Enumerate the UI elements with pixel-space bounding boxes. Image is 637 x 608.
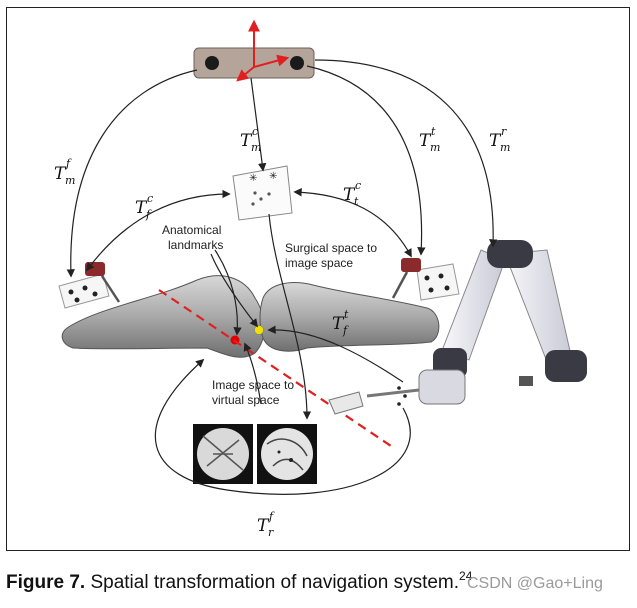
navigation-diagram: ✳ ✳ (54, 19, 587, 539)
svg-text:T: T (489, 131, 502, 151)
svg-text:m: m (430, 141, 440, 154)
virtual-image-left (193, 424, 253, 484)
tibia-bone (259, 282, 440, 352)
svg-text:m: m (500, 141, 510, 154)
svg-text:virtual space: virtual space (212, 393, 280, 407)
svg-text:f: f (145, 208, 152, 221)
virtual-image-right (257, 424, 317, 484)
arrow-T-f-c (85, 189, 231, 272)
svg-text:T: T (343, 185, 356, 205)
label-T-f-t: T f t (332, 308, 349, 337)
caption-reference: 24 (459, 569, 473, 583)
svg-text:T: T (240, 131, 253, 151)
camera-axes (236, 19, 290, 82)
svg-text:image space: image space (285, 256, 353, 270)
arrow-anatomical-2 (210, 253, 259, 328)
tibia-tracker (391, 258, 460, 301)
arrow-T-m-c (250, 77, 267, 172)
svg-text:f: f (268, 510, 275, 523)
svg-text:T: T (257, 516, 270, 536)
svg-text:c: c (252, 125, 258, 138)
label-T-m-r: T m r (489, 125, 510, 154)
svg-text:r: r (501, 125, 507, 138)
svg-text:Surgical space to: Surgical space to (285, 241, 377, 255)
svg-text:✳: ✳ (249, 173, 257, 184)
watermark: CSDN @Gao+Ling (467, 575, 603, 592)
label-T-m-t: T m t (419, 125, 440, 154)
svg-text:T: T (135, 198, 148, 218)
svg-text:r: r (268, 526, 274, 539)
svg-text:T: T (332, 314, 345, 334)
figure-frame: ✳ ✳ (6, 7, 630, 551)
annotation-anatomical-landmarks: Anatomical landmarks (162, 223, 223, 252)
arrow-T-m-t (306, 65, 426, 256)
arrow-T-f-t (267, 325, 404, 383)
arrow-image-space (243, 342, 262, 405)
svg-text:c: c (355, 179, 361, 192)
arrow-surgical (268, 213, 312, 420)
figure-caption: Figure 7. Spatial transformation of navi… (6, 569, 631, 594)
svg-text:T: T (54, 164, 67, 184)
label-T-m-f: T m f (54, 157, 75, 187)
svg-text:t: t (344, 308, 349, 321)
caption-prefix: Figure 7. (6, 572, 86, 593)
svg-text:landmarks: landmarks (168, 238, 223, 252)
svg-text:T: T (419, 131, 432, 151)
arrow-T-m-f (66, 69, 198, 278)
cut-plane-line (158, 289, 392, 447)
svg-text:t: t (431, 125, 436, 138)
svg-text:m: m (251, 141, 261, 154)
annotation-surgical-space: Surgical space to image space (285, 241, 377, 270)
robot-arm (328, 240, 587, 415)
arrow-T-m-r (314, 59, 498, 248)
svg-text:m: m (65, 174, 75, 187)
svg-text:Anatomical: Anatomical (162, 223, 221, 237)
arrow-T-t-c (293, 188, 412, 258)
label-T-r-f: T r f (257, 510, 275, 539)
caption-text: Spatial transformation of navigation sys… (85, 572, 460, 593)
svg-text:f: f (342, 324, 349, 337)
arrow-T-r-f (154, 358, 411, 495)
femur-bone (61, 275, 265, 358)
annotation-image-space: Image space to virtual space (212, 378, 294, 407)
svg-text:f: f (65, 157, 72, 170)
label-T-t-c: T t c (343, 179, 361, 208)
label-T-f-c: T f c (135, 192, 153, 221)
svg-text:t: t (354, 195, 359, 208)
transform-arrows (66, 59, 498, 495)
camera-tracker (193, 19, 315, 82)
svg-text:Image space to: Image space to (212, 378, 294, 392)
image-marker-plate: ✳ ✳ (232, 165, 293, 221)
svg-text:✳: ✳ (269, 171, 277, 182)
femur-tracker (58, 262, 121, 309)
svg-text:c: c (147, 192, 153, 205)
landmark-yellow-dot (254, 325, 264, 335)
label-T-m-c: T m c (240, 125, 261, 154)
